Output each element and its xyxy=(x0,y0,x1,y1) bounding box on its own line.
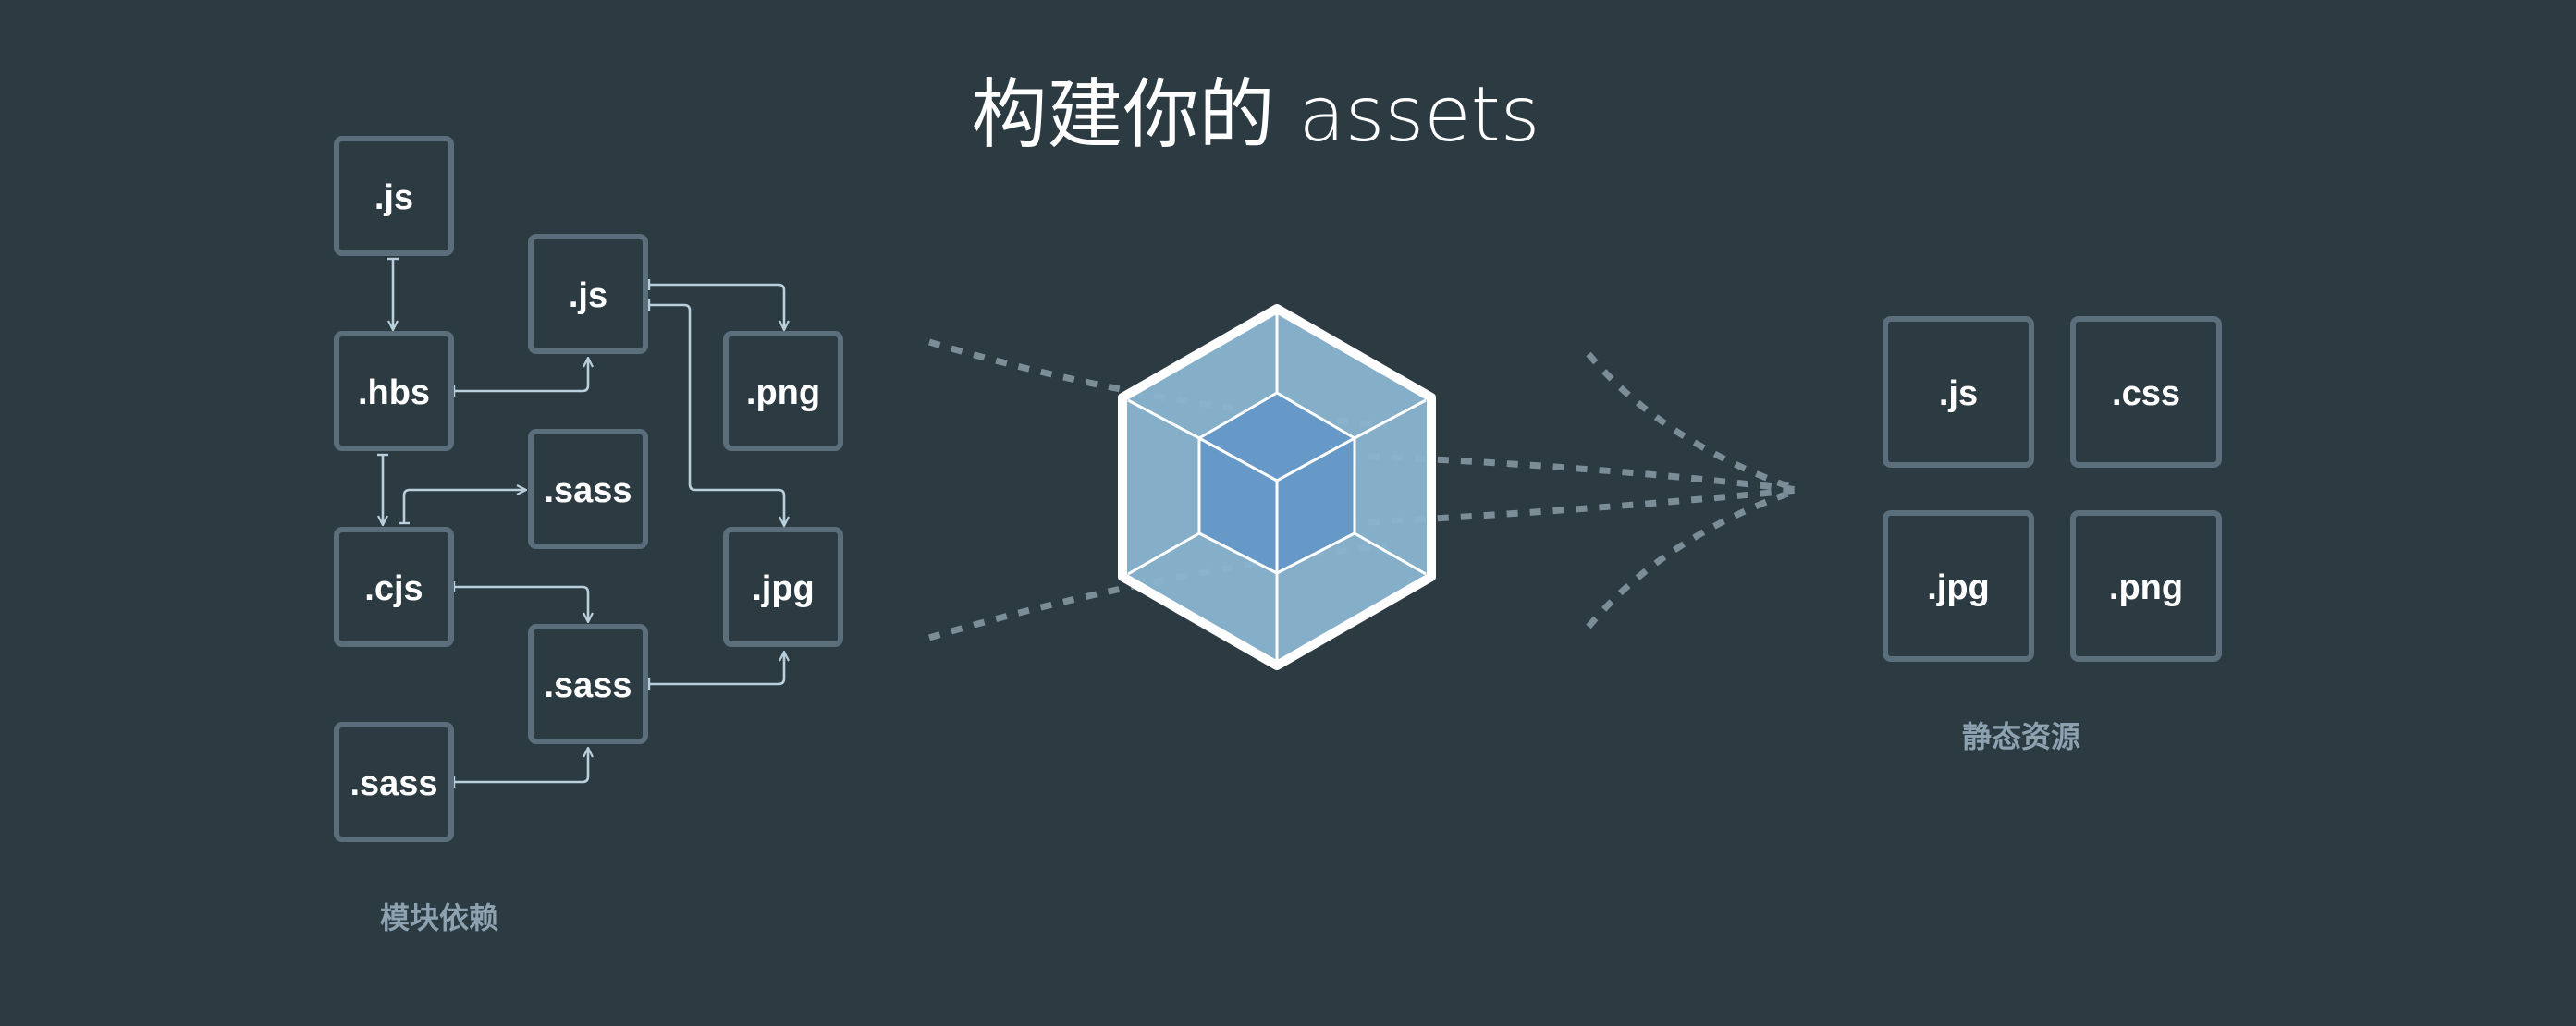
arrow-hbs-to-js xyxy=(454,359,588,391)
file-box-out-png: .png xyxy=(2070,510,2222,662)
dash-out-upper xyxy=(1275,449,1799,494)
file-box-label: .js xyxy=(1939,374,1978,413)
file-box-label: .js xyxy=(569,276,607,315)
arrow-cjs-to-sass xyxy=(404,490,525,523)
page-title: 构建你的 assets xyxy=(971,71,1539,159)
file-box-frame xyxy=(528,624,648,744)
file-box-label: .sass xyxy=(544,666,632,705)
static-assets: .js .css .jpg .png 静态资源 xyxy=(1883,316,2222,754)
file-box-out-js: .js xyxy=(1883,316,2034,468)
file-box-label: .hbs xyxy=(358,373,430,412)
file-box-cjs: .cjs xyxy=(334,527,454,647)
file-box-frame xyxy=(1883,316,2034,468)
file-box-out-jpg: .jpg xyxy=(1883,510,2034,662)
file-box-label: .css xyxy=(2112,374,2180,413)
file-box-frame xyxy=(1883,510,2034,662)
file-box-label: .cjs xyxy=(364,569,423,608)
dash-out-lower xyxy=(1275,486,1799,531)
file-box-frame xyxy=(723,331,843,451)
file-box-frame xyxy=(334,722,454,842)
file-box-frame xyxy=(334,331,454,451)
file-box-jpg: .jpg xyxy=(723,527,843,647)
file-box-js-a: .js xyxy=(334,136,454,256)
file-box-hbs: .hbs xyxy=(334,331,454,451)
file-box-label: .jpg xyxy=(1927,568,1990,607)
file-box-label: .js xyxy=(374,178,413,217)
dash-fan-bottom xyxy=(1586,486,1800,629)
dependencies-caption: 模块依赖 xyxy=(380,900,498,935)
file-box-frame xyxy=(528,429,648,549)
arrow-sass-to-sass xyxy=(454,749,588,782)
file-box-label: .png xyxy=(746,373,820,412)
module-dependencies: .js .js .hbs .png .sass .cjs .jpg .sass .sass 模块… xyxy=(334,136,843,935)
file-box-frame xyxy=(723,527,843,647)
arrow-cjs-to-sass-lower xyxy=(454,587,588,621)
static-assets-caption: 静态资源 xyxy=(1962,719,2080,754)
file-box-png: .png xyxy=(723,331,843,451)
arrow-sass-to-jpg xyxy=(649,653,784,684)
dash-fan-top xyxy=(1586,351,1800,494)
file-box-frame xyxy=(2070,510,2222,662)
file-box-label: .sass xyxy=(544,471,632,510)
arrow-js-to-png xyxy=(649,285,784,329)
file-box-js-b: .js xyxy=(528,234,648,354)
file-box-frame xyxy=(528,234,648,354)
file-box-sass-a: .sass xyxy=(528,429,648,549)
file-box-label: .jpg xyxy=(752,569,815,608)
file-box-sass-b: .sass xyxy=(528,624,648,744)
file-box-frame xyxy=(334,527,454,647)
file-box-label: .sass xyxy=(350,764,437,803)
file-box-frame xyxy=(2070,316,2222,468)
dependency-arrows xyxy=(383,259,784,782)
arrow-js-to-jpg xyxy=(649,305,784,525)
file-box-label: .png xyxy=(2109,568,2183,607)
file-box-out-css: .css xyxy=(2070,316,2222,468)
webpack-cube-icon xyxy=(1118,304,1436,670)
file-box-frame xyxy=(334,136,454,256)
file-box-sass-c: .sass xyxy=(334,722,454,842)
